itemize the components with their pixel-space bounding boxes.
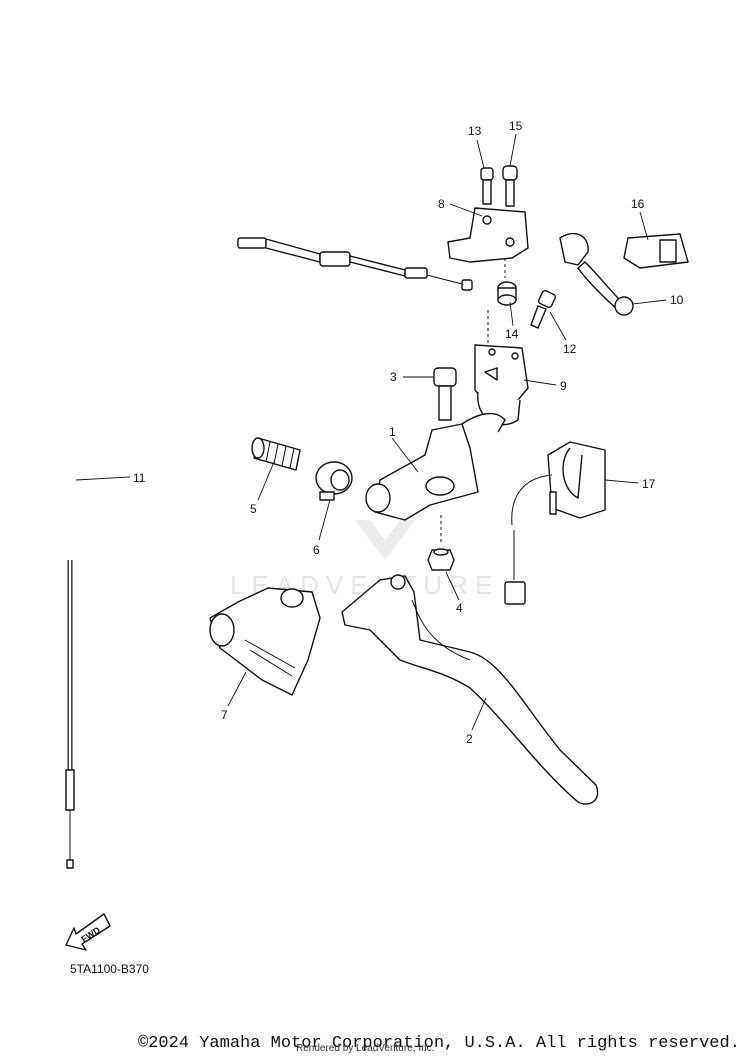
leader-9 (523, 379, 557, 386)
leader-1 (391, 437, 419, 473)
callout-13: 13 (468, 124, 482, 138)
part-15-screw[interactable] (502, 165, 518, 207)
leader-6 (318, 499, 331, 541)
callout-14: 14 (505, 327, 519, 341)
leader-17 (604, 479, 639, 484)
leader-5 (257, 461, 275, 501)
leader-13 (476, 139, 485, 169)
callout-11: 11 (133, 471, 146, 485)
part-11-clutch-cable[interactable] (65, 237, 473, 869)
part-5-adjuster[interactable] (251, 437, 301, 471)
callout-7: 7 (221, 708, 228, 722)
leader-11 (75, 476, 131, 481)
part-9-holder-clamp[interactable] (474, 310, 529, 426)
callout-1: 1 (389, 425, 396, 439)
fwd-arrow-icon: FWD (65, 913, 111, 951)
callout-8: 8 (438, 197, 445, 211)
part-12-bolt[interactable] (530, 289, 557, 329)
callout-12: 12 (563, 342, 577, 356)
part-3-pivot-bolt[interactable] (433, 367, 457, 421)
part-2-clutch-lever[interactable] (341, 574, 599, 805)
watermark-logo (355, 520, 415, 560)
part-16-hot-start-lever[interactable] (559, 233, 689, 269)
part-10-lever-knob[interactable] (577, 261, 634, 316)
callout-15: 15 (509, 119, 523, 133)
leader-2 (471, 697, 487, 731)
part-13-screw[interactable] (480, 167, 494, 205)
leader-4 (445, 571, 460, 601)
callout-6: 6 (313, 543, 320, 557)
leader-15 (509, 133, 517, 167)
leader-7 (227, 671, 247, 707)
part-1-lever-bracket[interactable] (365, 413, 506, 521)
callout-17: 17 (642, 477, 656, 491)
part-17-switch[interactable] (504, 441, 606, 605)
callout-2: 2 (466, 732, 473, 746)
part-7-lever-cover[interactable] (209, 587, 321, 696)
leader-8 (449, 203, 483, 217)
part-4-nut[interactable] (427, 515, 455, 571)
callout-4: 4 (456, 601, 463, 615)
copyright-notice: ©2024 Yamaha Motor Corporation, U.S.A. A… (138, 1034, 740, 1053)
part-6-locknut[interactable] (315, 461, 353, 501)
leader-12 (549, 311, 567, 341)
rendered-by-note: Rendered by LeadVenture, Inc. (296, 1043, 435, 1054)
leader-10 (631, 299, 667, 305)
callout-5: 5 (250, 502, 257, 516)
callout-9: 9 (560, 379, 567, 393)
diagram-code: 5TA1100-B370 (70, 962, 149, 976)
callout-10: 10 (670, 293, 684, 307)
parts-diagram: 1 2 3 4 5 6 7 8 9 10 11 12 13 14 15 16 1… (65, 119, 689, 951)
leader-14 (509, 301, 514, 327)
part-14-collar[interactable] (497, 281, 517, 306)
callout-16: 16 (631, 197, 645, 211)
callout-3: 3 (390, 370, 397, 384)
leader-16 (639, 211, 649, 241)
part-8-holder[interactable] (447, 207, 529, 278)
